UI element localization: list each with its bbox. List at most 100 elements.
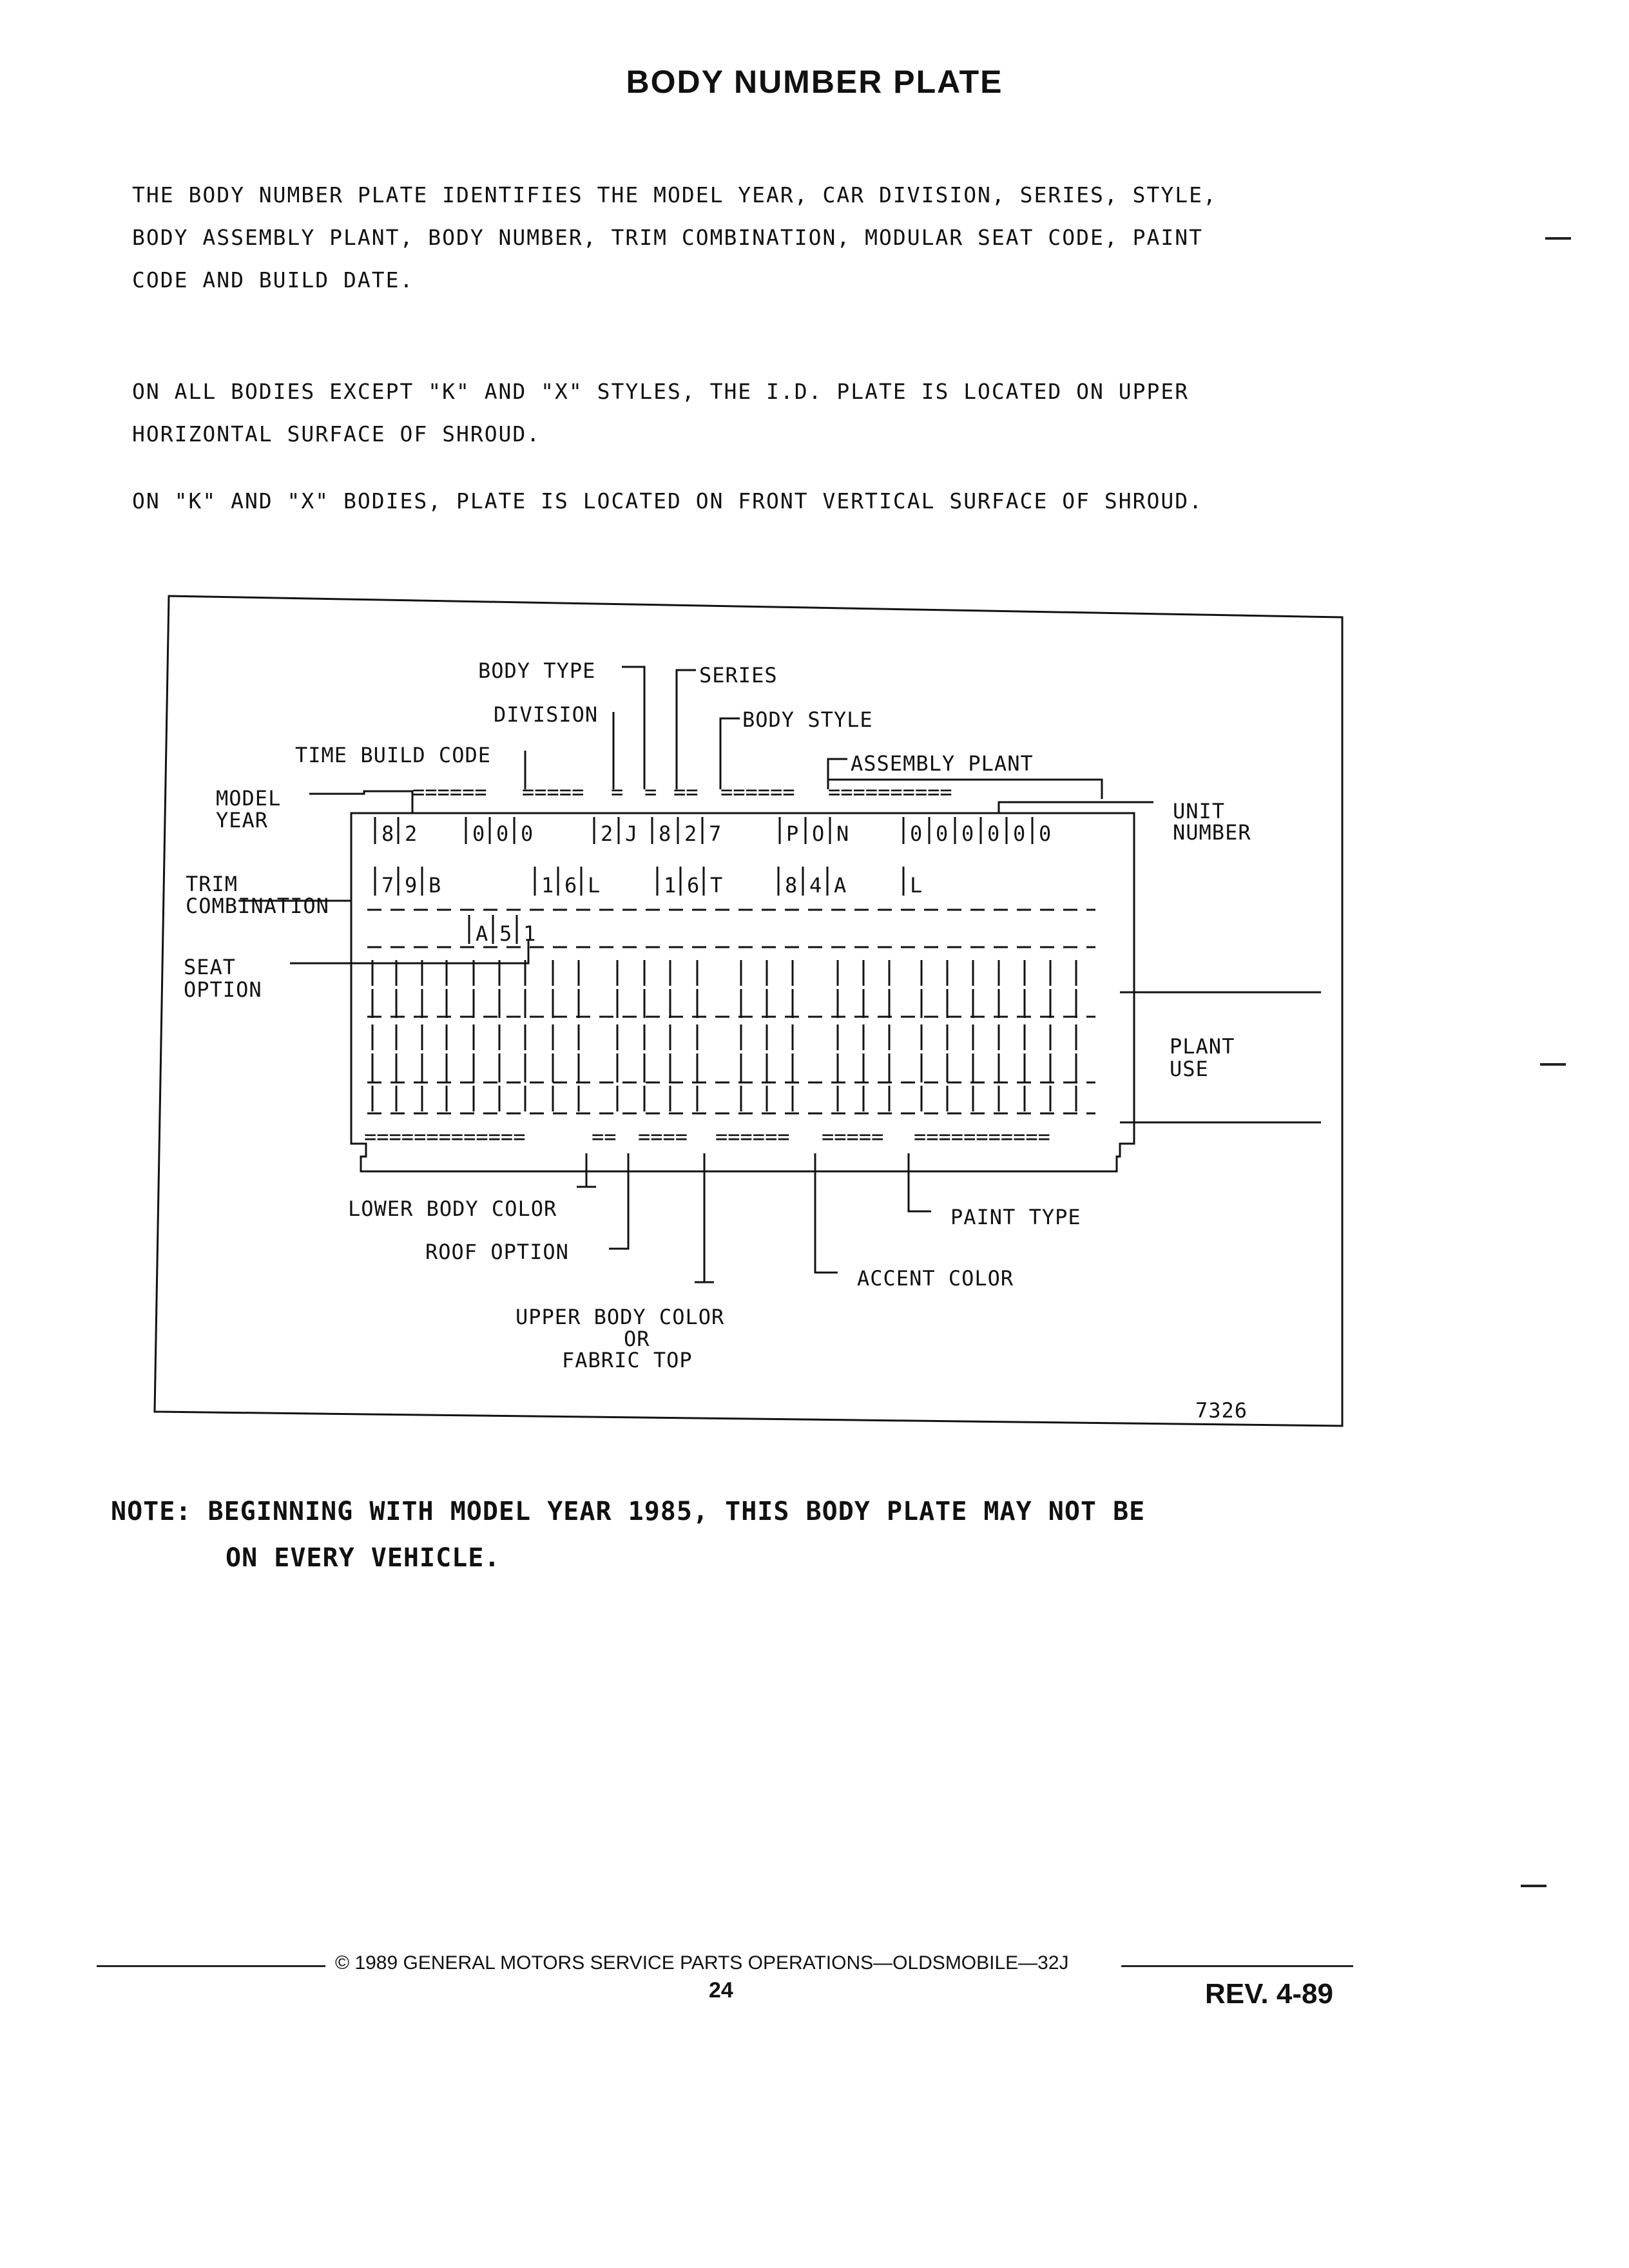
plate-cell: 9 [405,873,417,898]
page-title: BODY NUMBER PLATE [626,64,1003,100]
plate-cell: 6 [564,873,577,898]
plate-cell: A [834,873,846,898]
plate-cell: 4 [809,873,822,898]
intro-line: CODE AND BUILD DATE. [132,267,414,293]
plate-cell: O [812,822,824,846]
leader-body-style [719,717,740,789]
margin-mark [1521,1885,1547,1887]
plate-cell: 0 [936,822,948,846]
label-upper-body-color: FABRIC TOP [562,1348,693,1372]
label-time-build-code: TIME BUILD CODE [295,743,491,767]
plate-cell: 7 [381,873,394,898]
label-unit-number: NUMBER [1173,820,1251,845]
svg-text:=============: ============= [364,1124,525,1149]
footer-rule [97,1965,325,1967]
plate-cell: 0 [521,822,533,846]
plate-cell: T [710,873,722,898]
plate-cell: 0 [987,822,999,846]
intro-line: BODY ASSEMBLY PLANT, BODY NUMBER, TRIM C… [132,225,1203,250]
svg-text:=====: ===== [822,1124,883,1149]
leader-model-year [309,790,414,813]
svg-text:======: ====== [715,1124,790,1149]
label-model-year: MODEL [216,786,281,811]
svg-text:==: == [673,780,699,804]
margin-mark [1540,1063,1566,1066]
note-line: ON EVERY VEHICLE. [226,1543,501,1573]
plate-cell: 7 [709,822,721,846]
plate-cell: 6 [687,873,699,898]
location-kx-line: ON "K" AND "X" BODIES, PLATE IS LOCATED … [132,488,1203,514]
label-roof-option: ROOF OPTION [425,1240,569,1264]
label-accent-color: ACCENT COLOR [857,1266,1014,1291]
label-body-type: BODY TYPE [478,658,595,683]
plate-cell: L [910,873,922,898]
plate-cell: A [476,921,488,946]
plate-cell: L [588,873,600,898]
note-line: NOTE: BEGINNING WITH MODEL YEAR 1985, TH… [111,1497,1146,1526]
svg-text:=: = [644,780,657,804]
plate-empty-rows [367,908,1095,1115]
footer-copyright: © 1989 GENERAL MOTORS SERVICE PARTS OPER… [335,1952,1069,1974]
plate-cell: 8 [659,822,671,846]
plate-cell: 0 [961,822,974,846]
plate-cell: 0 [1039,822,1051,846]
plate-cell: 8 [381,822,394,846]
plate-cell: 2 [684,822,697,846]
label-plant-use: USE [1170,1057,1209,1081]
footer-rule [1121,1965,1353,1967]
svg-text:======: ====== [412,780,487,804]
location-kx-paragraph: ON "K" AND "X" BODIES, PLATE IS LOCATED … [132,480,1356,523]
plate-cell: 2 [601,822,613,846]
leader-seat [290,941,530,965]
location-line: HORIZONTAL SURFACE OF SHROUD. [132,421,541,447]
plate-cell: J [625,822,637,846]
plate-cell: 0 [1013,822,1025,846]
svg-text:======: ====== [720,780,795,804]
diagram-frame [153,595,1344,1427]
label-unit-number: UNIT [1173,799,1225,823]
margin-mark [1545,237,1571,240]
plate-cell: N [836,822,849,846]
label-division: DIVISION [494,702,598,727]
top-separators: ====== ===== = = == ====== ========== [412,780,952,804]
plate-cell: P [786,822,798,846]
leader-body-type [622,666,646,789]
assembly-plant-bracket [828,778,1103,799]
label-seat-option: SEAT [184,955,236,979]
svg-text:==: == [592,1124,617,1149]
page-number: 24 [709,1978,733,2003]
intro-paragraph: THE BODY NUMBER PLATE IDENTIFIES THE MOD… [132,174,1356,302]
plate-cell: 1 [523,921,535,946]
svg-text:====: ==== [638,1124,688,1149]
svg-text:==========: ========== [828,780,952,804]
plate-cell: 0 [496,822,508,846]
plate-cell: 5 [499,921,512,946]
plate-cell: B [429,873,441,898]
note-block: NOTE: BEGINNING WITH MODEL YEAR 1985, TH… [111,1488,1145,1581]
svg-text:=: = [611,780,623,804]
plate-cell: 1 [541,873,554,898]
location-paragraph: ON ALL BODIES EXCEPT "K" AND "X" STYLES,… [132,370,1356,456]
plate-cell: 8 [785,873,797,898]
leader-accent [814,1153,838,1274]
figure-number: 7326 [1195,1398,1248,1423]
revision-label: REV. 4-89 [1205,1978,1333,2010]
plate-cell: 0 [910,822,922,846]
label-seat-option: OPTION [184,977,262,1002]
plate-cell: 0 [472,822,485,846]
label-series: SERIES [699,663,778,687]
label-upper-body-color: UPPER BODY COLOR [516,1305,724,1329]
location-line: ON ALL BODIES EXCEPT "K" AND "X" STYLES,… [132,379,1190,404]
leader-series [675,669,696,789]
label-plant-use: PLANT [1170,1034,1235,1059]
label-trim-combination: TRIM [186,872,238,896]
label-body-style: BODY STYLE [742,707,873,732]
label-assembly-plant: ASSEMBLY PLANT [851,751,1034,776]
leader-paint-type [907,1153,931,1213]
label-lower-body-color: LOWER BODY COLOR [348,1196,557,1221]
svg-text:===========: =========== [914,1124,1050,1149]
